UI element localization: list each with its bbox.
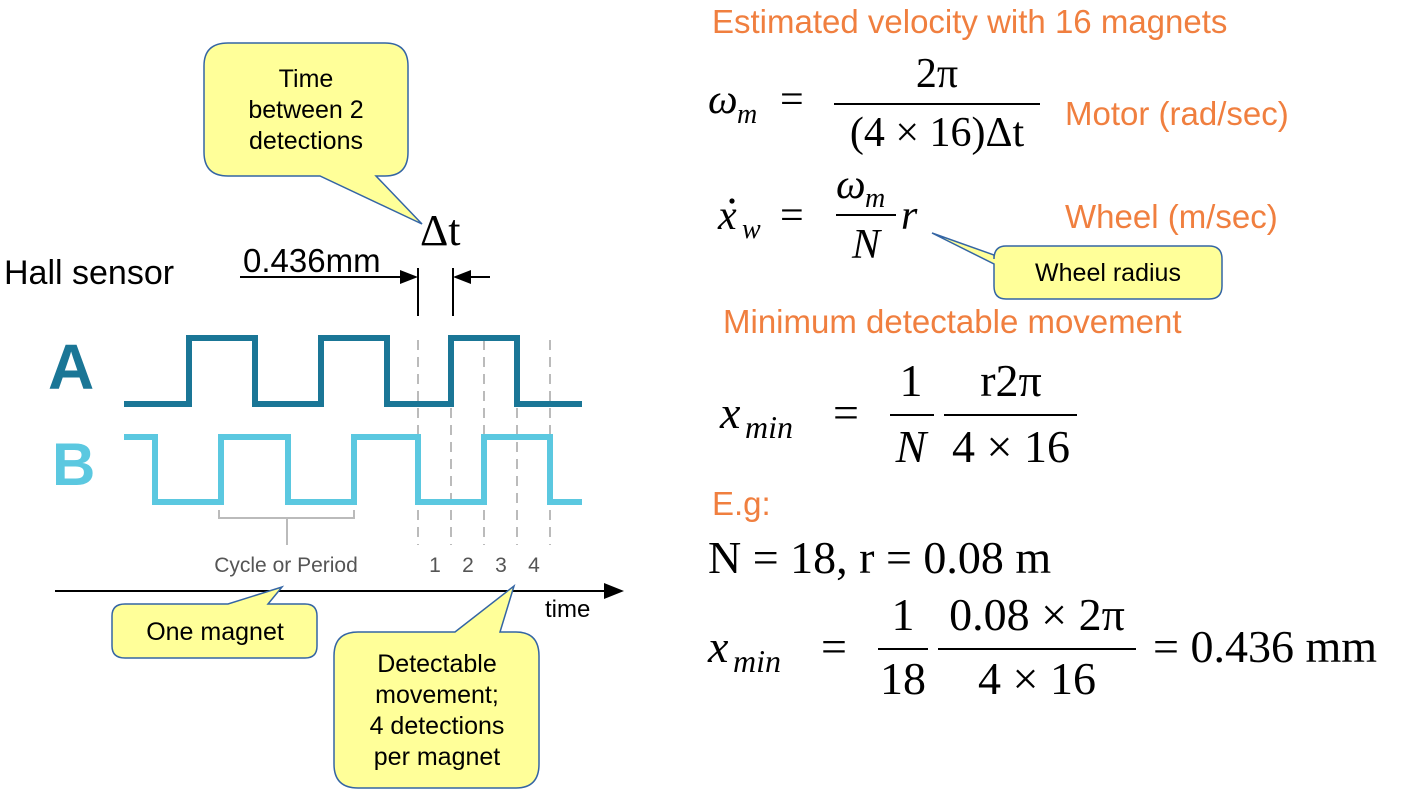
cycle-label: Cycle or Period (214, 554, 358, 577)
ex-xmin-subscript: min (733, 643, 781, 679)
one-magnet-callout (111, 585, 318, 659)
step-label-3: 3 (495, 554, 507, 577)
step-label-4: 4 (528, 554, 540, 577)
wheel-radius-callout (931, 232, 1223, 300)
time-between-line-1: Time (279, 65, 334, 93)
detectable-line-3: 4 detections (370, 712, 505, 740)
cycle-bracket (218, 510, 355, 545)
detectable-callout (333, 583, 540, 789)
omega-denominator: (4 × 16)Δt (850, 110, 1025, 156)
one-magnet-text: One magnet (146, 618, 284, 646)
detectable-line-4: per magnet (374, 743, 501, 771)
time-between-line-3: detections (249, 127, 363, 155)
time-axis-label: time (545, 596, 590, 623)
xw-symbol: x (717, 193, 737, 239)
xw-equals: = (780, 193, 804, 239)
xmin-f2-denominator: 4 × 16 (952, 421, 1070, 472)
ex-f1-numerator: 1 (892, 589, 915, 640)
xw-subscript: w (742, 214, 761, 245)
ex-f1-denominator: 18 (880, 653, 926, 704)
channel-a-label: A (48, 331, 94, 403)
time-between-line-2: between 2 (248, 96, 363, 124)
xmin-equals: = (833, 387, 859, 438)
distance-arrowhead-right (453, 270, 471, 284)
ex-equals: = (821, 621, 847, 672)
velocity-heading: Estimated velocity with 16 magnets (712, 3, 1227, 40)
ex-result: = 0.436 mm (1153, 621, 1377, 672)
omega-equals: = (780, 77, 804, 123)
example-formula: x min = 1 18 0.08 × 2π 4 × 16 = 0.436 mm (707, 589, 1377, 704)
signal-b-waveform (124, 434, 582, 505)
step-label-1: 1 (429, 554, 441, 577)
omega-numerator: 2π (916, 51, 958, 97)
xw-denominator: N (851, 222, 882, 268)
delta-t-label: Δt (420, 206, 461, 255)
ex-f2-numerator: 0.08 × 2π (949, 589, 1125, 640)
wheel-radius-text: Wheel radius (1035, 259, 1181, 287)
time-between-callout (203, 42, 423, 225)
ex-f2-denominator: 4 × 16 (978, 653, 1096, 704)
wheel-velocity-formula: x w = ω m N r (717, 162, 918, 268)
xw-omega: ω (836, 162, 866, 208)
distance-arrowhead-left (400, 270, 418, 284)
wheel-label: Wheel (m/sec) (1065, 198, 1278, 235)
step-label-2: 2 (462, 554, 474, 577)
hall-sensor-label: Hall sensor (4, 254, 174, 292)
example-heading: E.g: (712, 485, 771, 522)
omega-symbol: ω (708, 77, 738, 123)
detectable-line-2: movement; (375, 681, 499, 709)
omega-formula: ω m = 2π (4 × 16)Δt (708, 51, 1040, 156)
xw-omega-subscript: m (865, 183, 885, 214)
distance-label: 0.436mm (243, 242, 381, 279)
xmin-subscript: min (745, 409, 793, 445)
xmin-f2-numerator: r2π (980, 355, 1042, 406)
omega-subscript: m (737, 99, 757, 130)
xw-radius: r (901, 193, 918, 239)
detectable-line-1: Detectable (377, 650, 497, 678)
signal-a-waveform (124, 335, 582, 407)
xmin-formula: x min = 1 N r2π 4 × 16 (719, 355, 1077, 472)
min-movement-heading: Minimum detectable movement (723, 303, 1182, 340)
time-axis-arrowhead (604, 583, 624, 599)
motor-label: Motor (rad/sec) (1065, 95, 1289, 132)
ex-xmin-symbol: x (707, 621, 729, 672)
xmin-f1-numerator: 1 (900, 355, 923, 406)
xmin-f1-denominator: N (895, 421, 929, 472)
example-values: N = 18, r = 0.08 m (708, 532, 1051, 583)
channel-b-label: B (52, 431, 95, 498)
xw-dot (729, 198, 735, 204)
xmin-symbol: x (719, 387, 741, 438)
